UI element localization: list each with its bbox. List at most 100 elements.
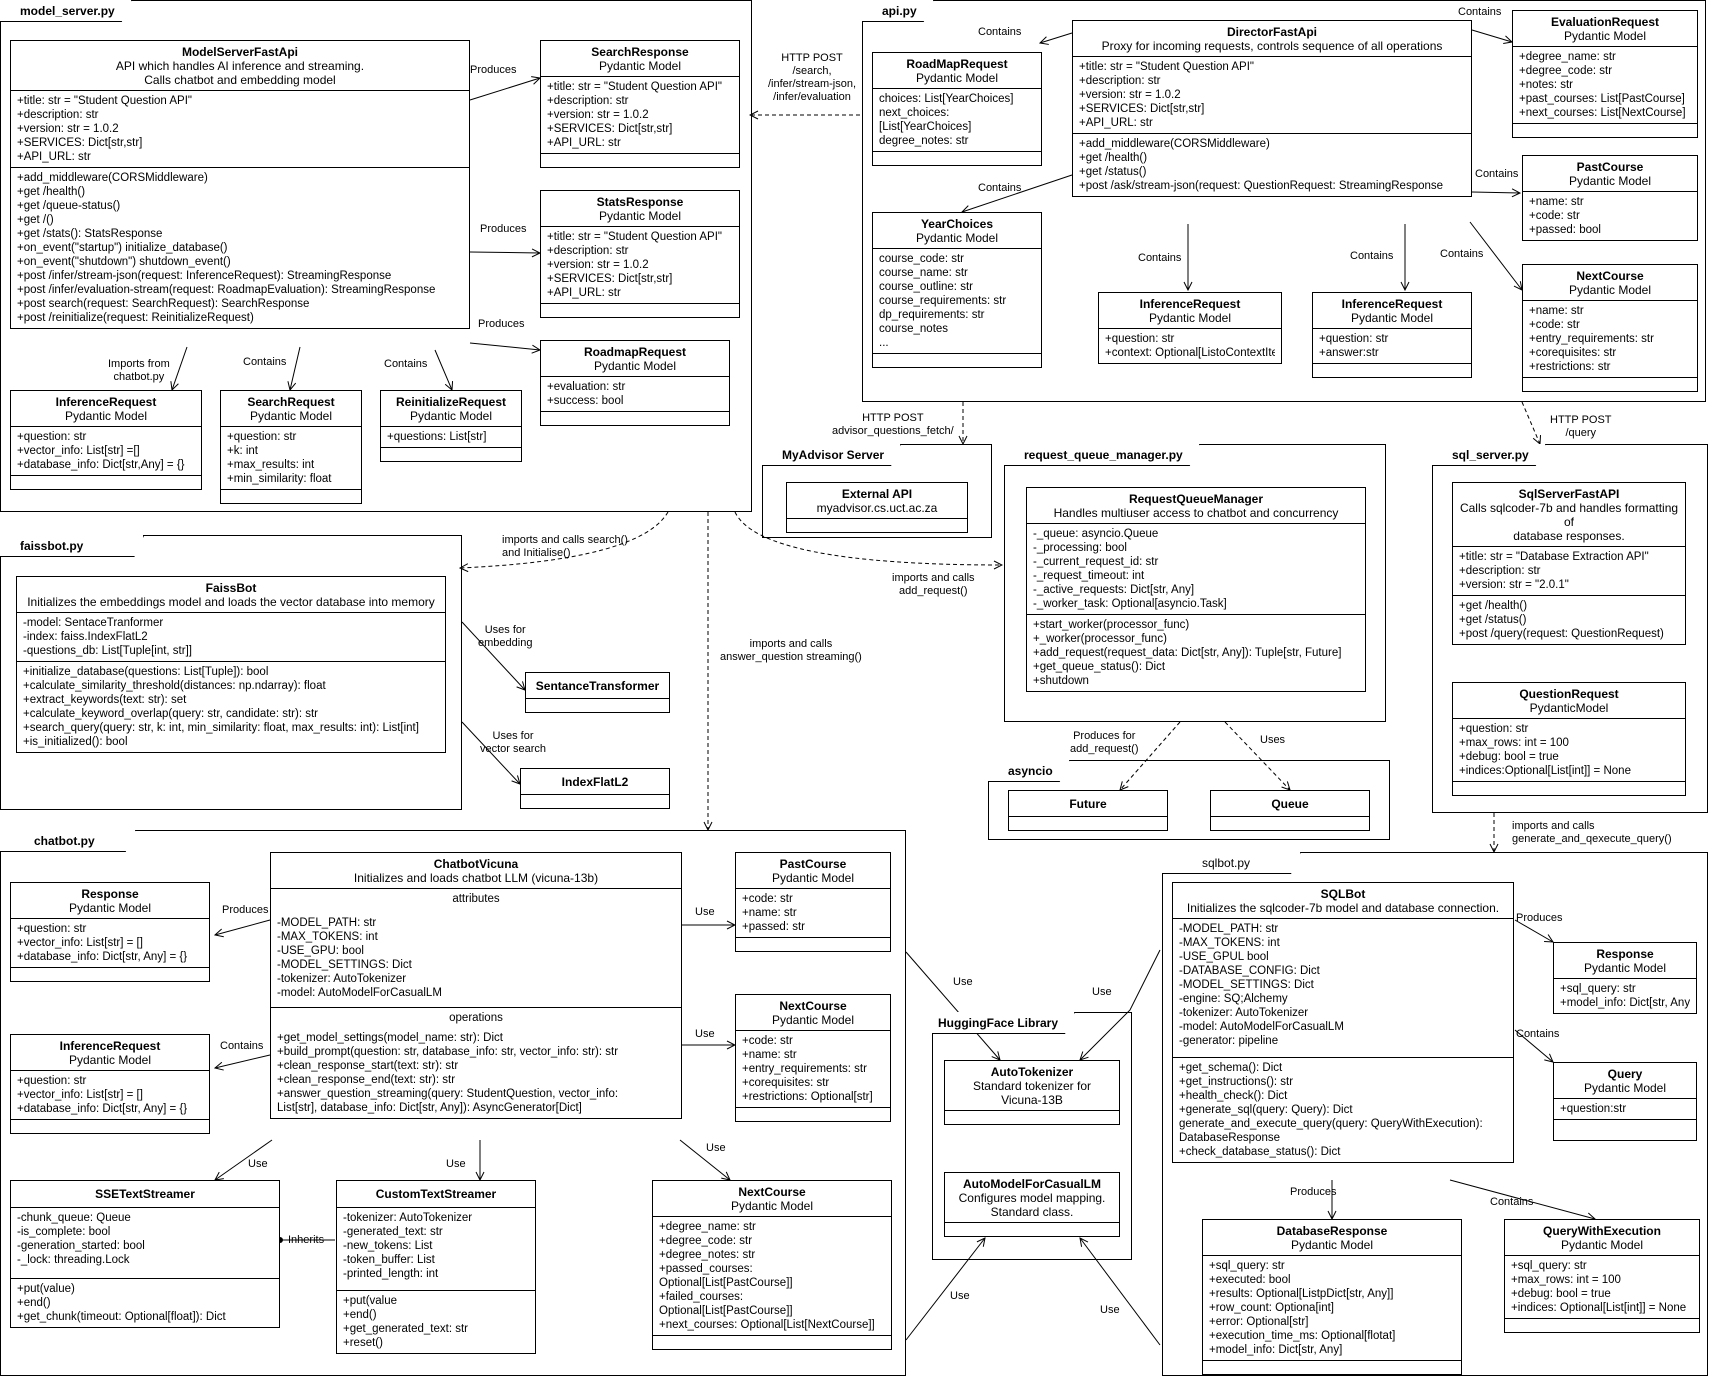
class-stereotype: Pydantic Model	[1350, 311, 1434, 325]
class-automodelforcasuallm[interactable]: AutoModelForCasualLM Configures model ma…	[944, 1172, 1120, 1237]
class-sentancetransformer[interactable]: SentanceTransformer	[525, 672, 670, 713]
attr: +version: str = 1.0.2	[547, 259, 649, 271]
edge-label: Produces	[1290, 1186, 1337, 1198]
class-customtextstreamer[interactable]: CustomTextStreamer -tokenizer: AutoToken…	[336, 1180, 536, 1354]
class-stereotype: Pydantic Model	[915, 71, 999, 85]
attr: +title: str = "Student Question API"	[547, 81, 723, 93]
attr: -model: AutoModelForCasualLM	[1179, 1021, 1344, 1033]
op: +post /infer/evaluation-stream(request: …	[17, 284, 436, 296]
class-name: PastCourse	[1576, 160, 1644, 174]
class-name: AutoTokenizer	[990, 1065, 1074, 1079]
attr: +name: str	[742, 1049, 797, 1061]
attr: +degree_code: str	[659, 1235, 753, 1247]
class-name: NextCourse	[779, 999, 847, 1013]
class-name: EvaluationRequest	[1550, 15, 1660, 29]
attr: choices: List[YearChoices]	[879, 93, 1014, 105]
class-autotokenizer[interactable]: AutoTokenizer Standard tokenizer for Vic…	[944, 1060, 1120, 1125]
attr: +success: bool	[547, 395, 624, 407]
attr: +SERVICES: Dict[str,str]	[17, 137, 143, 149]
op: +get /health()	[1459, 600, 1528, 612]
attr: +passed_courses:	[659, 1263, 753, 1275]
attr: +vector_info: List[str] =[]	[17, 445, 140, 457]
package-sql-server: sql_server.py	[1432, 444, 1708, 813]
attr: -generator: pipeline	[1179, 1035, 1279, 1047]
class-name: RoadmapRequest	[583, 345, 687, 359]
class-desc: myadvisor.cs.uct.ac.za	[816, 501, 938, 515]
class-sqlserverfastapi[interactable]: SqlServerFastAPI Calls sqlcoder-7b and h…	[1452, 482, 1686, 645]
class-name: ReinitializeRequest	[395, 395, 507, 409]
class-modelserverfastapi[interactable]: ModelServerFastApi API which handles AI …	[10, 40, 470, 329]
attr: +notes: str	[1519, 79, 1574, 91]
attr: -new_tokens: List	[343, 1240, 433, 1252]
edge-label: Contains	[1490, 1196, 1534, 1208]
edge-label: Uses for vector search	[480, 730, 547, 755]
attr: -_lock: threading.Lock	[17, 1254, 130, 1266]
attr: course_notes	[879, 323, 949, 335]
class-stereotype: Pydantic Model	[409, 409, 493, 423]
op: +on_event("shutdown") shutdown_event()	[17, 256, 231, 268]
class-future[interactable]: Future	[1008, 790, 1168, 831]
class-name: YearChoices	[920, 217, 994, 231]
attr: +next_courses: List[NextCourse]	[1519, 107, 1686, 119]
attr: +API_URL: str	[547, 287, 621, 299]
class-indexflatl2[interactable]: IndexFlatL2	[520, 768, 670, 809]
edge-label: Use	[695, 1028, 715, 1040]
attr: -printed_length: int	[343, 1268, 439, 1280]
edge-label: HTTP POST /query	[1550, 414, 1612, 439]
attr: +vector_info: List[str] = []	[17, 1089, 143, 1101]
package-label: chatbot.py	[0, 830, 136, 852]
class-stereotype: Pydantic Model	[915, 231, 999, 245]
class-name: FaissBot	[205, 581, 257, 595]
attr: +question:str	[1560, 1103, 1627, 1115]
attr: course_requirements: str	[879, 295, 1007, 307]
attr: +description: str	[1079, 75, 1161, 87]
edge-label: Contains	[978, 26, 1022, 38]
class-queue[interactable]: Queue	[1210, 790, 1370, 831]
attr: +API_URL: str	[17, 151, 91, 163]
package-label: sqlbot.py	[1162, 852, 1301, 874]
attr: degree_notes: str	[879, 135, 969, 147]
attr: +database_info: Dict[str, Any] = {}	[17, 1103, 188, 1115]
class-name: RoadMapRequest	[906, 57, 1008, 71]
attr: +sql_query: str	[1511, 1260, 1587, 1272]
attr: +answer:str	[1319, 347, 1379, 359]
op: DatabaseResponse	[1179, 1132, 1281, 1144]
class-ssetextstreamer[interactable]: SSETextStreamer -chunk_queue: Queue -is_…	[10, 1180, 280, 1328]
class-stereotype: Pydantic Model	[730, 1199, 814, 1213]
package-huggingface: HuggingFace Library	[932, 1012, 1132, 1260]
class-name: SearchResponse	[591, 45, 689, 59]
attr: +code: str	[1529, 319, 1580, 331]
attr: +version: str = "2.0.1"	[1459, 579, 1569, 591]
op: +get /()	[17, 214, 54, 226]
attr: +question: str	[227, 431, 297, 443]
